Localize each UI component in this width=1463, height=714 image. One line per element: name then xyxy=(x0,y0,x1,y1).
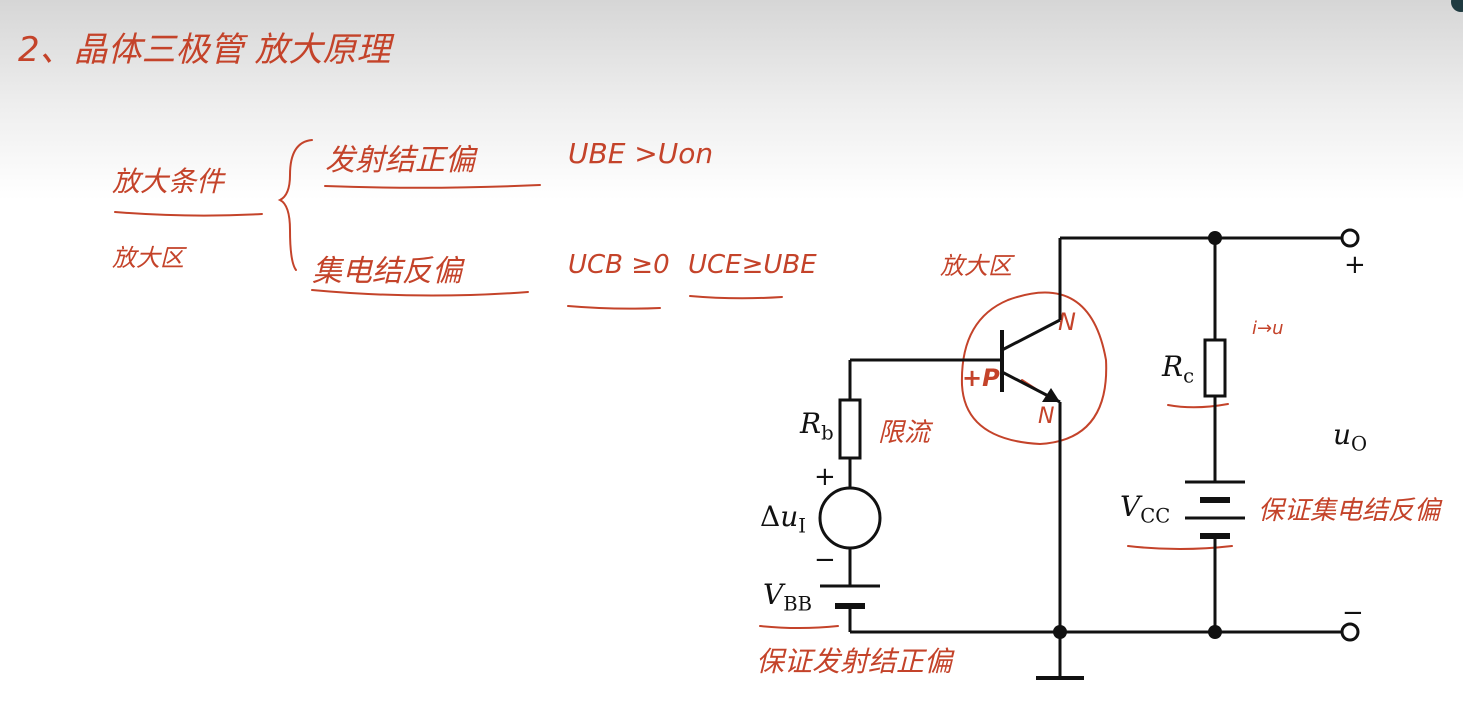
n-bottom-note: N xyxy=(1038,404,1055,429)
transistor-circle xyxy=(960,291,1108,446)
label-vbb: VBB xyxy=(763,578,813,616)
node-bottom-left xyxy=(1053,625,1067,639)
label-vcc: VCC xyxy=(1120,490,1171,528)
label-rc: Rc xyxy=(1162,350,1195,388)
label-delta-ui: ΔuI xyxy=(760,500,807,538)
guarantee-emitter-note: 保证发射结正偏 xyxy=(756,645,953,678)
ube-condition-note: UBE >Uon xyxy=(568,137,714,170)
current-limit-note: 限流 xyxy=(878,418,931,448)
underline-vcc xyxy=(1127,545,1233,550)
i-to-u-note: i→u xyxy=(1252,318,1284,339)
plus-sign-source: + xyxy=(814,462,836,492)
minus-sign-source: − xyxy=(814,545,836,575)
minus-sign-output: − xyxy=(1342,598,1364,628)
node-top xyxy=(1208,231,1222,245)
underline-coll xyxy=(311,289,529,297)
resistor-rc xyxy=(1203,338,1227,398)
underline-rc xyxy=(1167,403,1229,409)
title-note: 2、晶体三极管 放大原理 xyxy=(18,30,391,70)
corner-indicator xyxy=(1451,0,1463,12)
underline-ucb xyxy=(567,305,661,310)
underline-uce xyxy=(689,295,783,300)
amp-condition-note: 放大条件 xyxy=(112,165,225,198)
resistor-rb xyxy=(838,398,862,460)
terminal-top xyxy=(1340,228,1360,248)
collector-reverse-note: 集电结反偏 xyxy=(312,254,462,289)
terminal-bottom xyxy=(1340,622,1360,642)
emitter-arrow-icon xyxy=(1042,388,1060,402)
brace-stroke xyxy=(277,139,313,271)
label-rb: Rb xyxy=(800,407,834,445)
label-uo: uO xyxy=(1333,418,1368,456)
underline-vbb xyxy=(759,625,839,629)
guarantee-collector-note: 保证集电结反偏 xyxy=(1258,496,1441,526)
emitter-forward-note: 发射结正偏 xyxy=(325,143,475,178)
transistor-region-note: 放大区 xyxy=(940,252,1012,280)
ucb-condition-note: UCB ≥0 xyxy=(568,250,670,280)
amp-region-note: 放大区 xyxy=(112,244,184,272)
plus-sign-output: + xyxy=(1344,250,1366,280)
underline-emit xyxy=(324,184,541,189)
node-bottom-right xyxy=(1208,625,1222,639)
transistor-collector-lead xyxy=(1001,318,1061,352)
underline-cond xyxy=(114,211,263,217)
n-top-note: N xyxy=(1058,308,1076,336)
p-base-note: +P xyxy=(962,364,1000,392)
uce-condition-note: UCE≥UBE xyxy=(688,250,817,280)
voltage-source-du xyxy=(818,486,882,550)
